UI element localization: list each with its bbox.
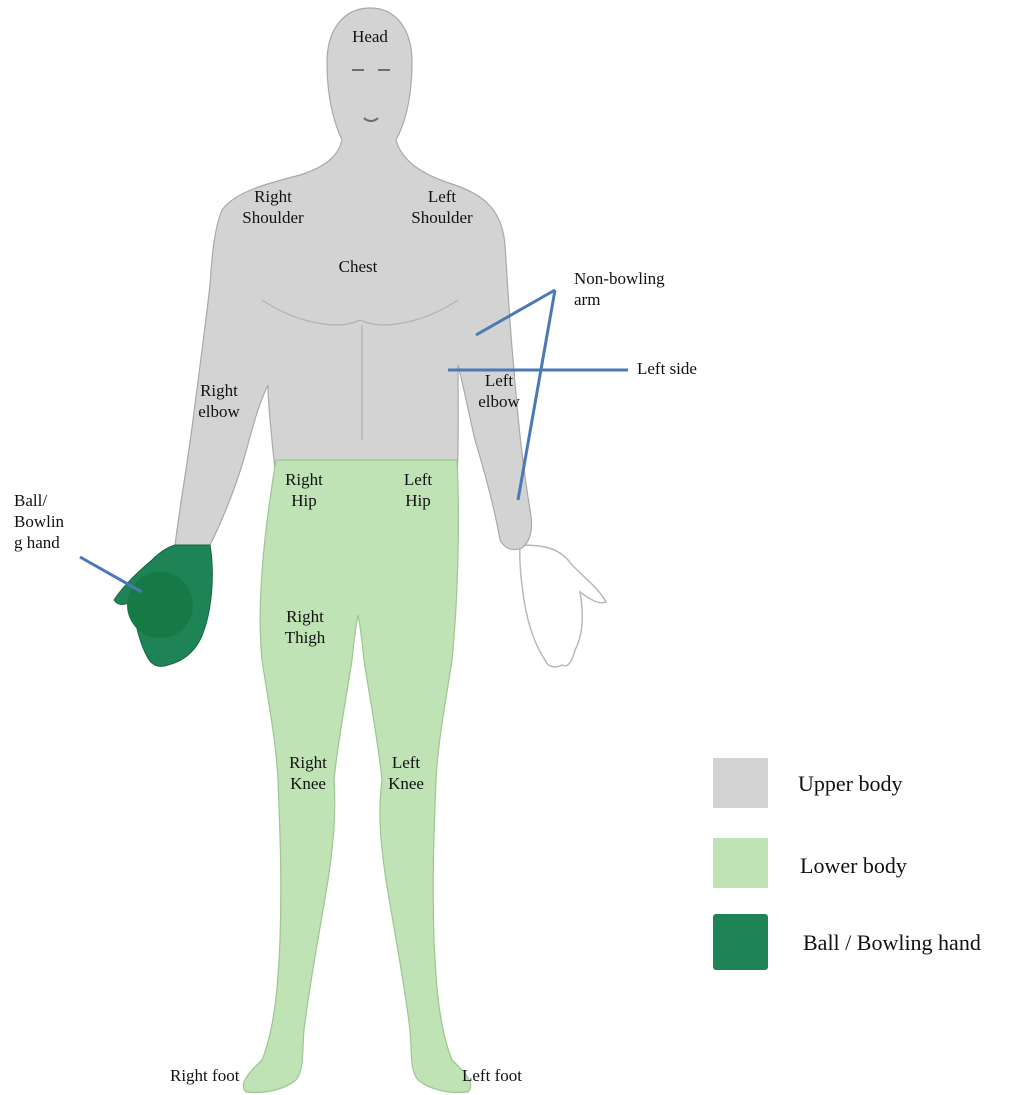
legend-swatch-upper-body [713,758,768,808]
label-right-shoulder: Right Shoulder [228,186,318,228]
legend-label-lower-body: Lower body [800,853,907,879]
legend-label-bowling-hand: Ball / Bowling hand [803,930,981,956]
pointer-line-ball-hand [80,557,142,592]
legend-swatch-lower-body [713,838,768,888]
label-left-knee: Left Knee [376,752,436,794]
left-hand [520,545,606,667]
label-right-thigh: Right Thigh [274,606,336,648]
label-ball-bowling-hand: Ball/ Bowlin g hand [14,490,84,553]
label-right-knee: Right Knee [278,752,338,794]
label-left-side: Left side [637,358,737,379]
label-non-bowling-arm: Non-bowling arm [574,268,694,310]
label-head: Head [340,26,400,47]
legend-swatch-bowling-hand [713,914,768,970]
label-right-elbow: Right elbow [188,380,250,422]
label-right-foot: Right foot [170,1065,270,1086]
label-chest: Chest [328,256,388,277]
label-left-foot: Left foot [462,1065,562,1086]
label-left-shoulder: Left Shoulder [397,186,487,228]
label-right-hip: Right Hip [274,469,334,511]
label-left-hip: Left Hip [388,469,448,511]
legend-label-upper-body: Upper body [798,771,902,797]
ball-icon [127,572,193,638]
label-left-elbow: Left elbow [468,370,530,412]
